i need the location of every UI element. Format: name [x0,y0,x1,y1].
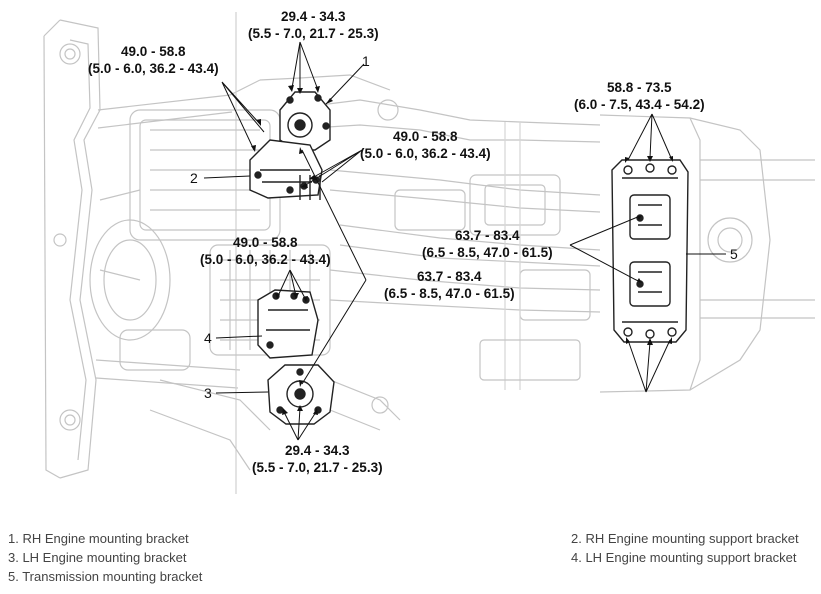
lh-engine-mounting-support-bracket [257,289,319,359]
torque-units: (6.5 - 8.5, 47.0 - 61.5) [422,245,553,260]
torque-value: 58.8 - 73.5 [607,80,672,95]
torque-label-transmission-top: 58.8 - 73.5 (6.0 - 7.5, 43.4 - 54.2) [574,79,705,113]
callout-1: 1 [362,53,370,69]
rh-engine-mounting-support-bracket [249,139,323,200]
callout-5: 5 [730,246,738,262]
torque-label-rh-mount-top: 29.4 - 34.3 (5.5 - 7.0, 21.7 - 25.3) [248,8,379,42]
torque-value: 49.0 - 58.8 [121,44,186,59]
torque-value: 49.0 - 58.8 [233,235,298,250]
chassis-frame [43,12,815,494]
torque-value: 63.7 - 83.4 [417,269,482,284]
torque-units: (5.0 - 6.0, 36.2 - 43.4) [360,146,491,161]
torque-units: (6.5 - 8.5, 47.0 - 61.5) [384,286,515,301]
legend-item-3: 3. LH Engine mounting bracket [8,550,187,565]
callout-4: 4 [204,330,212,346]
torque-value: 29.4 - 34.3 [285,443,350,458]
callout-3: 3 [204,385,212,401]
torque-label-rh-support-right: 49.0 - 58.8 (5.0 - 6.0, 36.2 - 43.4) [360,128,491,162]
torque-units: (5.5 - 7.0, 21.7 - 25.3) [252,460,383,475]
torque-label-lh-mount-bottom: 29.4 - 34.3 (5.5 - 7.0, 21.7 - 25.3) [252,442,383,476]
legend-item-5: 5. Transmission mounting bracket [8,569,203,584]
legend-item-4: 4. LH Engine mounting support bracket [571,550,797,565]
legend-item-2: 2. RH Engine mounting support bracket [571,531,799,546]
torque-units: (5.5 - 7.0, 21.7 - 25.3) [248,26,379,41]
torque-label-engine-center: 63.7 - 83.4 (6.5 - 8.5, 47.0 - 61.5) [384,268,515,302]
legend-right: 2. RH Engine mounting support bracket 4.… [571,529,799,567]
torque-value: 49.0 - 58.8 [393,129,458,144]
rh-engine-mounting-bracket [279,91,331,151]
torque-units: (5.0 - 6.0, 36.2 - 43.4) [88,61,219,76]
leader-lines [203,41,726,441]
torque-value: 63.7 - 83.4 [455,228,520,243]
engine-mount-diagram [43,12,815,494]
lh-engine-mounting-bracket [267,364,335,425]
brackets [249,91,689,425]
torque-label-lh-support: 49.0 - 58.8 (5.0 - 6.0, 36.2 - 43.4) [200,234,331,268]
legend-item-1: 1. RH Engine mounting bracket [8,531,189,546]
torque-units: (5.0 - 6.0, 36.2 - 43.4) [200,252,331,267]
torque-label-rh-support-left: 49.0 - 58.8 (5.0 - 6.0, 36.2 - 43.4) [88,43,219,77]
torque-value: 29.4 - 34.3 [281,9,346,24]
transmission-mounting-bracket [611,159,689,343]
callout-2: 2 [190,170,198,186]
torque-units: (6.0 - 7.5, 43.4 - 54.2) [574,97,705,112]
legend-left: 1. RH Engine mounting bracket 3. LH Engi… [8,529,202,586]
torque-label-transmission-center: 63.7 - 83.4 (6.5 - 8.5, 47.0 - 61.5) [422,227,553,261]
